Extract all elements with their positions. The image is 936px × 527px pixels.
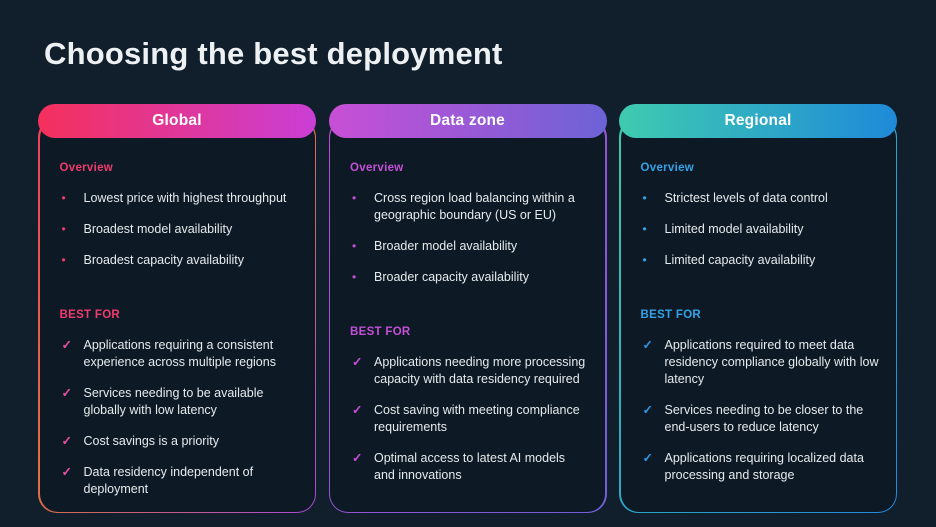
item-text: Applications required to meet data resid… [664,337,879,386]
card-data-zone-border: Overview • Cross region load balancing wi… [328,118,607,513]
item-text: Broadest capacity availability [83,252,245,267]
bullet-icon: • [352,190,357,205]
item-text: Applications requiring localized data pr… [664,450,864,482]
bullet-icon: • [642,221,647,236]
item-text: Cost saving with meeting compliance requ… [374,402,580,434]
item-text: Limited capacity availability [664,252,816,267]
bullet-icon: • [61,252,66,267]
checkmark-icon: ✓ [642,450,653,465]
best-for-list: ✓ Applications required to meet data resi… [641,337,880,484]
overview-list: • Lowest price with highest throughput • Br… [60,190,299,269]
card-regional-border: Overview • Strictest levels of data contr… [619,118,897,513]
overview-item: • Cross region load balancing within a ge… [350,190,589,224]
page-title: Choosing the best deployment [44,36,503,71]
item-text: Broader capacity availability [374,269,529,284]
overview-item: • Broader capacity availability [350,269,589,286]
item-text: Optimal access to latest AI models and i… [374,450,566,482]
best-for-item: ✓ Cost savings is a priority [60,433,299,450]
best-for-list: ✓ Applications needing more processing ca… [350,354,589,484]
overview-label: Overview [640,161,695,174]
card-global: Global Overview • Lowest price with highe… [38,104,316,513]
card-regional: Regional Overview • Strictest levels of d… [619,104,897,513]
checkmark-icon: ✓ [61,385,72,400]
best-for-item: ✓ Applications requiring a consistent exp… [60,337,299,371]
checkmark-icon: ✓ [352,402,363,417]
card-regional-title: Regional [724,112,792,129]
checkmark-icon: ✓ [642,337,653,352]
card-data-zone: Data zone Overview • Cross region load ba… [328,104,607,513]
best-for-label: BEST FOR [59,308,121,321]
checkmark-icon: ✓ [61,464,72,479]
card-global-body: Overview • Lowest price with highest thro… [39,119,315,512]
checkmark-icon: ✓ [642,402,653,417]
card-data-zone-header: Data zone [328,104,607,138]
best-for-item: ✓ Cost saving with meeting compliance req… [350,402,589,436]
item-text: Applications needing more processing cap… [374,354,586,386]
best-for-label: BEST FOR [350,325,411,338]
card-data-zone-body: Overview • Cross region load balancing wi… [330,119,605,512]
bullet-icon: • [61,221,66,236]
item-text: Lowest price with highest throughput [83,190,287,205]
card-regional-body: Overview • Strictest levels of data contr… [620,119,896,512]
overview-list: • Cross region load balancing within a ge… [350,190,589,286]
best-for-list: ✓ Applications requiring a consistent exp… [60,337,299,498]
checkmark-icon: ✓ [61,337,72,352]
overview-item: • Limited model availability [641,221,880,238]
item-text: Cost savings is a priority [83,433,219,448]
best-for-item: ✓ Services needing to be available global… [60,385,299,419]
item-text: Limited model availability [664,221,804,236]
item-text: Broader model availability [374,238,518,253]
item-text: Applications requiring a consistent expe… [83,337,276,369]
best-for-item: ✓ Services needing to be closer to the en… [641,402,880,436]
cards-row: Global Overview • Lowest price with highe… [38,104,897,513]
item-text: Data residency independent of deployment [83,464,254,496]
overview-list: • Strictest levels of data control • Limite… [641,190,880,269]
bullet-icon: • [352,269,357,284]
card-global-title: Global [152,112,202,129]
item-text: Strictest levels of data control [664,190,828,205]
bullet-icon: • [61,190,66,205]
card-data-zone-title: Data zone [429,112,505,129]
checkmark-icon: ✓ [352,450,363,465]
card-global-border: Overview • Lowest price with highest thro… [38,118,316,513]
best-for-item: ✓ Data residency independent of deploymen… [60,464,299,498]
overview-item: • Strictest levels of data control [641,190,880,207]
best-for-item: ✓ Optimal access to latest AI models and … [350,450,589,484]
bullet-icon: • [352,238,357,253]
item-text: Services needing to be closer to the end… [664,402,864,434]
overview-label: Overview [350,161,404,174]
item-text: Services needing to be available globall… [83,385,264,417]
bullet-icon: • [642,252,647,267]
best-for-item: ✓ Applications needing more processing ca… [350,354,589,388]
best-for-label: BEST FOR [640,308,702,321]
overview-item: • Broadest model availability [60,221,299,238]
overview-item: • Broadest capacity availability [60,252,299,269]
card-global-header: Global [38,104,316,138]
item-text: Broadest model availability [83,221,233,236]
bullet-icon: • [642,190,647,205]
item-text: Cross region load balancing within a geo… [374,190,575,222]
overview-item: • Lowest price with highest throughput [60,190,299,207]
overview-label: Overview [59,161,114,174]
best-for-item: ✓ Applications requiring localized data p… [641,450,880,484]
checkmark-icon: ✓ [61,433,72,448]
checkmark-icon: ✓ [352,354,363,369]
overview-item: • Broader model availability [350,238,589,255]
overview-item: • Limited capacity availability [641,252,880,269]
best-for-item: ✓ Applications required to meet data resi… [641,337,880,388]
card-regional-header: Regional [619,104,897,138]
